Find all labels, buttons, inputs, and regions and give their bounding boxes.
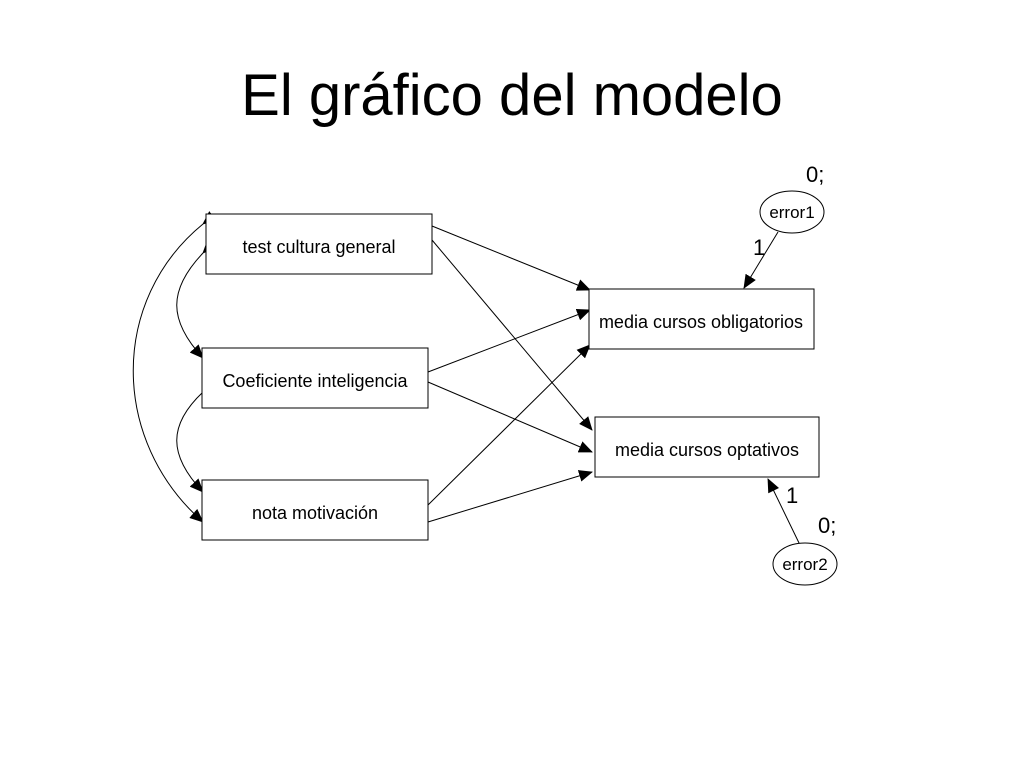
covariance-arc-coef-nota (176, 378, 217, 493)
error-term-error2: error2 (772, 542, 838, 586)
covariance-arc-test-nota (132, 211, 217, 523)
observed-variable-obligatorios: media cursos obligatorios (588, 288, 815, 350)
path-test-to-optativos (431, 239, 593, 431)
error-term-error1: error1 (759, 190, 825, 234)
error1-path-weight: 1 (753, 235, 765, 260)
error-label: error1 (769, 203, 814, 222)
path-nota-to-obligatorios (427, 344, 591, 506)
observed-variable-optativos: media cursos optativos (594, 416, 820, 478)
error1-mean-label: 0; (806, 162, 824, 187)
path-nota-to-optativos (427, 470, 593, 523)
observed-variable-coeficiente: Coeficiente inteligencia (201, 347, 429, 409)
error-label: error2 (782, 555, 827, 574)
error2-path-weight: 1 (786, 483, 798, 508)
error2-mean-label: 0; (818, 513, 836, 538)
observed-variable-test-cultura: test cultura general (205, 213, 433, 275)
variable-label: nota motivación (252, 503, 378, 523)
variable-label: Coeficiente inteligencia (222, 371, 408, 391)
path-error2-to-optativos (767, 478, 801, 546)
covariance-arc-test-coef (176, 239, 217, 359)
variable-label: media cursos optativos (615, 440, 799, 460)
path-error1-to-obligatorios (743, 231, 779, 289)
observed-variable-nota-motivacion: nota motivación (201, 479, 429, 541)
path-coef-to-optativos (427, 381, 593, 453)
regression-paths (427, 225, 801, 546)
slide-title: El gráfico del modelo (241, 63, 783, 128)
path-test-to-obligatorios (431, 225, 591, 291)
covariance-arcs (132, 211, 217, 523)
variable-label: test cultura general (242, 237, 395, 257)
variable-label: media cursos obligatorios (599, 312, 803, 332)
path-coef-to-obligatorios (427, 309, 591, 373)
